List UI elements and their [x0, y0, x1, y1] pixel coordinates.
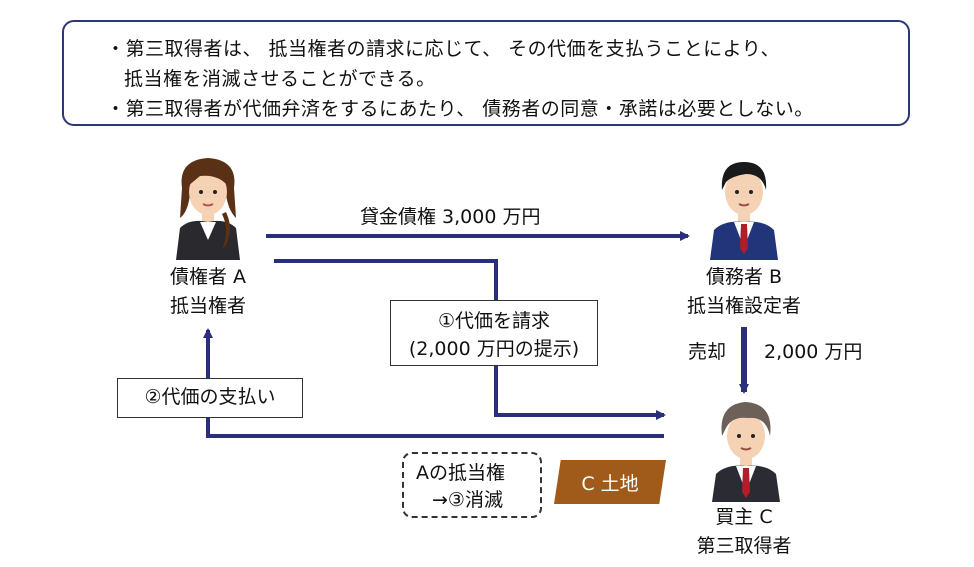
buyer-c-avatar: [712, 402, 780, 502]
creditor-a-name: 債権者 A: [169, 266, 247, 288]
extinction-box: Aの抵当権 →③消滅: [402, 452, 542, 518]
note-line-3: ・第三取得者が代価弁済をするにあたり、 債務者の同意・承諾は必要としない。: [106, 98, 814, 120]
creditor-a-avatar: [176, 158, 240, 260]
creditor-a-label: 債権者 A 抵当権者: [148, 263, 268, 321]
sale-amount-label: 2,000 万円: [764, 341, 863, 363]
payment-box: ②代価の支払い: [117, 378, 303, 418]
loan-label: 貸金債権 3,000 万円: [360, 206, 541, 228]
payment-label: ②代価の支払い: [144, 386, 276, 408]
request-label: ①代価を請求: [437, 310, 551, 332]
note-line-2: 抵当権を消滅させることができる。: [124, 68, 436, 90]
note-line-1: ・第三取得者は、 抵当権者の請求に応じて、 その代価を支払うことにより、: [106, 38, 780, 60]
buyer-c-label: 買主 C 第三取得者: [684, 503, 804, 561]
debtor-b-name: 債務者 B: [705, 266, 783, 288]
explanation-box: ・第三取得者は、 抵当権者の請求に応じて、 その代価を支払うことにより、 抵当権…: [62, 20, 910, 126]
debtor-b-role: 抵当権設定者: [686, 295, 801, 317]
land-label: C 土地: [581, 472, 639, 495]
creditor-a-role: 抵当権者: [169, 295, 246, 317]
request-amount-label: (2,000 万円の提示): [408, 338, 580, 360]
buyer-c-role: 第三取得者: [696, 535, 792, 557]
sale-label: 売却: [688, 341, 727, 363]
payment-arrow: [203, 328, 664, 438]
buyer-c-name: 買主 C: [715, 506, 773, 528]
extinction-result: →③消滅: [432, 489, 503, 511]
debtor-b-avatar: [710, 162, 778, 260]
request-box: ①代価を請求 (2,000 万円の提示): [390, 300, 598, 366]
extinction-title: Aの抵当権: [416, 462, 505, 484]
debtor-b-label: 債務者 B 抵当権設定者: [674, 263, 814, 321]
land-c: C 土地: [554, 460, 666, 504]
